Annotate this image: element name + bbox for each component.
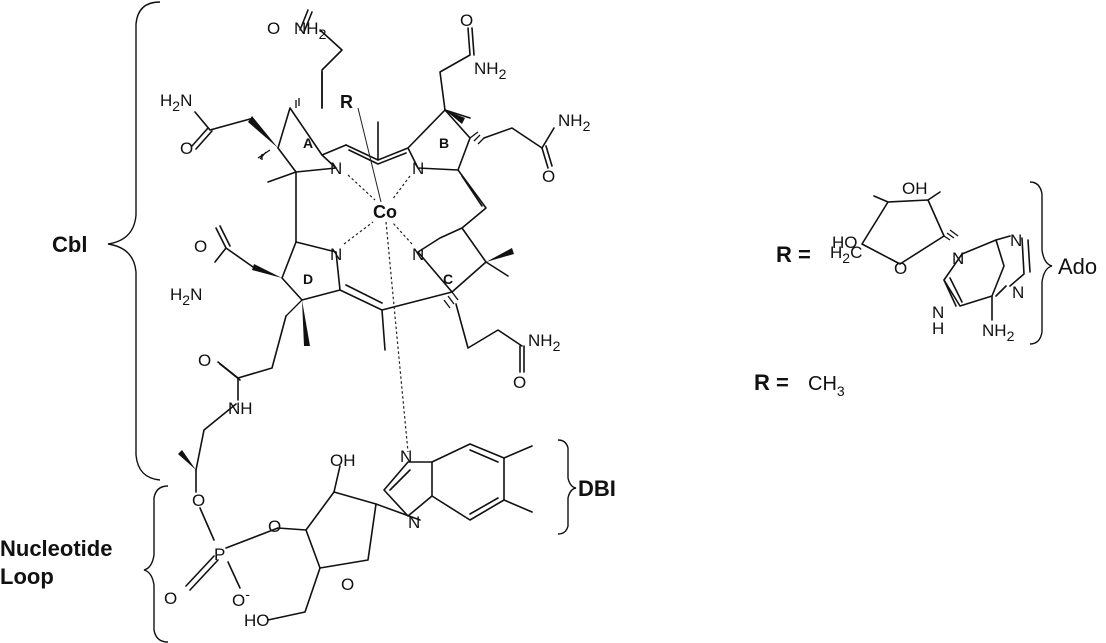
label-cbl: Cbl	[52, 232, 87, 257]
brace-nucleotide	[143, 485, 169, 643]
atom-o-ester-1: O	[192, 491, 205, 510]
dbi-benzimidazole	[383, 443, 533, 521]
label-ch3: CH3	[808, 373, 845, 399]
atom-n-dbi-2: N	[408, 513, 420, 532]
atom-h2n-a: H2N	[160, 91, 192, 114]
atom-h2c-ado: H2C	[830, 243, 862, 266]
atom-o-b-right: O	[542, 167, 555, 186]
atom-p: P	[214, 545, 225, 564]
corrin-ring-system	[277, 107, 487, 453]
atom-n-a: N	[330, 159, 342, 178]
atom-oh-ribose: OH	[330, 451, 356, 470]
atom-n-ado-3: N	[1012, 283, 1024, 302]
atom-oh-ado-right: OH	[902, 179, 928, 198]
brace-dbi	[557, 439, 577, 535]
label-r-eq-ado: R =	[776, 242, 811, 267]
atom-o-loop-amide: O	[198, 351, 211, 370]
atom-o-double: O	[164, 589, 177, 608]
atom-o-a-left: O	[180, 139, 193, 158]
atom-n-dbi-1: N	[400, 447, 412, 466]
atom-nh2-c: NH2	[528, 331, 561, 354]
label-ado: Ado	[1058, 254, 1097, 279]
atom-nh-ado: N	[932, 303, 944, 322]
atom-n-ado-1: N	[1010, 231, 1022, 250]
atom-nh2-top-b: NH2	[474, 59, 507, 82]
ring-label-a: A	[303, 135, 313, 151]
ring-label-c: C	[443, 271, 453, 287]
atom-o-ado-ring: O	[894, 259, 907, 278]
label-nucleotide: Nucleotide	[0, 536, 112, 561]
atom-n-b: N	[412, 159, 424, 178]
nucleotide-loop-bonds	[185, 465, 421, 621]
atom-h2n-d: H2N	[170, 285, 202, 308]
brace-cbl	[107, 1, 161, 481]
atom-n-ado-9: N	[952, 249, 964, 268]
atom-oh-ado-left: HO	[832, 233, 858, 252]
atom-o-ester-2: O	[268, 517, 281, 536]
atom-nh-loop: NH	[228, 399, 253, 418]
atom-o-top-b: O	[460, 11, 473, 30]
side-chains	[178, 9, 555, 493]
atom-nh2-ado: NH2	[982, 321, 1015, 344]
label-r-eq-methyl: R =	[754, 370, 789, 395]
atom-o-ribose-ring: O	[341, 575, 354, 594]
atom-nh2-b-right: NH2	[558, 111, 591, 134]
adenosyl-structure	[861, 191, 1031, 321]
atom-h-ado: H	[932, 319, 944, 338]
label-loop: Loop	[0, 564, 54, 589]
atom-r-axial: R	[340, 92, 353, 112]
atom-nh2-top-a-1: NH2	[294, 19, 327, 42]
atom-co: Co	[373, 202, 397, 222]
ring-label-d: D	[303, 271, 313, 287]
label-dbi: DBI	[578, 476, 616, 501]
brace-ado	[1029, 181, 1053, 345]
atom-o-minus: O-	[232, 586, 250, 610]
atom-n-d: N	[330, 245, 342, 264]
atom-o-c: O	[513, 373, 526, 392]
atom-ho-ribose: HO	[244, 611, 270, 630]
atom-o-d: O	[194, 237, 207, 256]
ring-label-b: B	[439, 135, 449, 151]
atom-n-c: N	[412, 245, 424, 264]
atom-o-top-a: O	[267, 19, 280, 38]
